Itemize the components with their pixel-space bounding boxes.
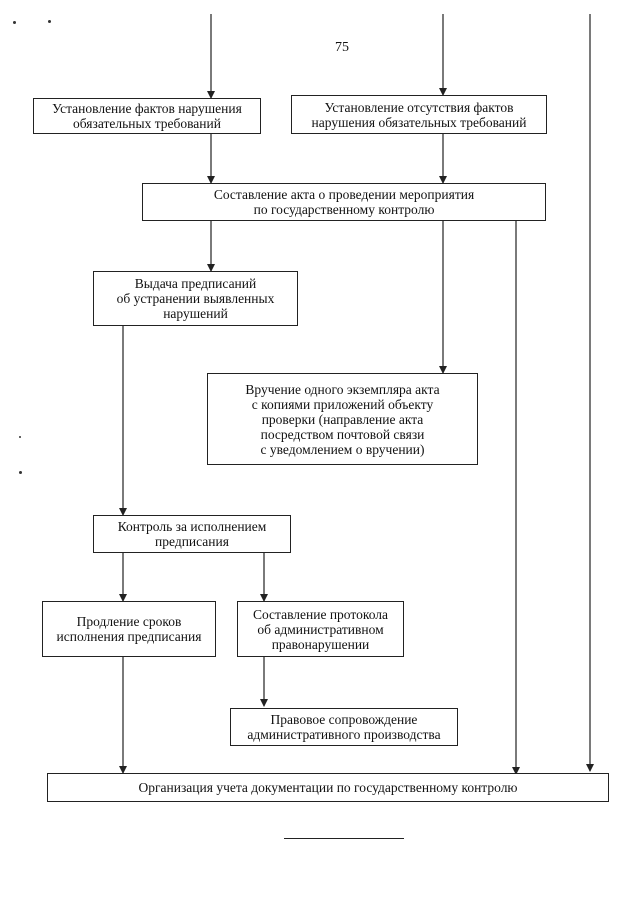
page-number: 75 xyxy=(335,40,349,55)
node-line: нарушения обязательных требований xyxy=(311,114,527,130)
node-line: Выдача предписаний xyxy=(134,276,257,291)
node-line: об административном xyxy=(257,621,384,637)
node-line: правонарушении xyxy=(271,636,370,652)
node-line: предписания xyxy=(155,534,229,549)
scan-speck xyxy=(48,20,51,23)
node-line: нарушений xyxy=(163,306,228,321)
node-line: проверки (направление акта xyxy=(261,411,424,427)
node-orders-issue: Выдача предписаний об устранении выявлен… xyxy=(93,271,298,326)
node-line: Вручение одного экземпляра акта xyxy=(245,381,440,397)
scan-speck xyxy=(19,471,22,474)
node-line: Организация учета документации по госуда… xyxy=(138,780,518,795)
scan-speck xyxy=(13,21,16,24)
node-act-delivery: Вручение одного экземпляра акта с копиям… xyxy=(207,373,478,465)
node-line: административного производства xyxy=(247,727,441,742)
node-line: с уведомлением о вручении) xyxy=(260,441,425,457)
scan-speck xyxy=(19,436,21,438)
node-line: об устранении выявленных xyxy=(116,291,275,306)
node-line: Установление фактов нарушения xyxy=(52,101,242,116)
node-facts-absence: Установление отсутствия фактов нарушения… xyxy=(291,95,547,134)
footer-rule xyxy=(284,838,404,839)
node-line: Контроль за исполнением xyxy=(117,519,267,534)
node-line: с копиями приложений объекту xyxy=(251,396,434,412)
node-line: Установление отсутствия фактов xyxy=(324,99,514,115)
node-line: обязательных требований xyxy=(73,116,221,131)
node-line: Продление сроков xyxy=(76,614,182,629)
node-deadline-extension: Продление сроков исполнения предписания xyxy=(42,601,216,657)
node-act-drafting: Составление акта о проведении мероприяти… xyxy=(142,183,546,221)
node-legal-support: Правовое сопровождение административного… xyxy=(230,708,458,746)
node-line: посредством почтовой связи xyxy=(260,426,425,442)
node-orders-control: Контроль за исполнением предписания xyxy=(93,515,291,553)
node-line: Составление акта о проведении мероприяти… xyxy=(213,187,475,202)
node-protocol-drafting: Составление протокола об административно… xyxy=(237,601,404,657)
node-line: исполнения предписания xyxy=(56,629,202,644)
node-line: Составление протокола xyxy=(252,606,389,622)
node-documentation: Организация учета документации по госуда… xyxy=(47,773,609,802)
node-line: по государственному контролю xyxy=(253,202,435,217)
node-facts-violation: Установление фактов нарушения обязательн… xyxy=(33,98,261,134)
node-line: Правовое сопровождение xyxy=(270,712,418,727)
